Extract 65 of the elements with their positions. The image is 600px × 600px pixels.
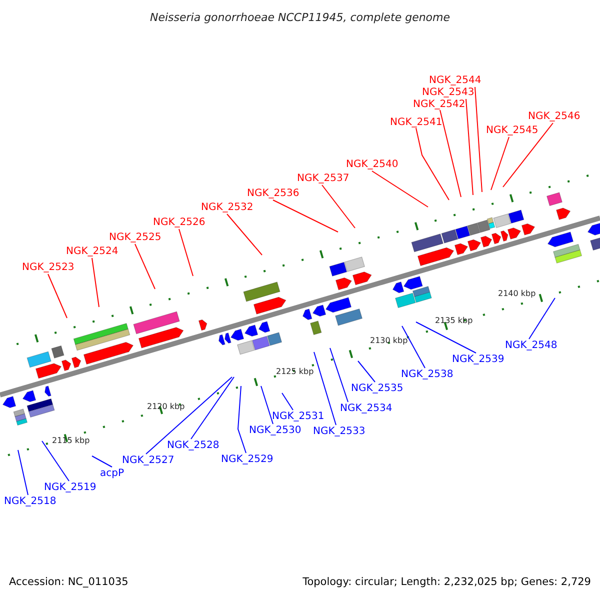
genome-summary-text: Topology: circular; Length: 2,232,025 bp; Genes: 2,729 xyxy=(302,576,591,589)
leader-line xyxy=(190,376,234,440)
gene-label: NGK_2539 xyxy=(452,354,504,365)
leader-line xyxy=(358,360,376,382)
leader-line xyxy=(226,214,262,256)
gene-label: NGK_2523 xyxy=(22,262,74,273)
gene-label: NGK_2543 xyxy=(422,87,474,98)
leader-line xyxy=(490,136,510,190)
gene-label: NGK_2526 xyxy=(153,217,206,228)
leader-line xyxy=(528,298,556,340)
leader-line xyxy=(92,456,112,468)
leader-line xyxy=(18,450,28,496)
leader-line xyxy=(146,376,232,454)
gene-label: NGK_2542 xyxy=(413,99,466,110)
gene-label: NGK_2527 xyxy=(122,455,174,466)
leader-line xyxy=(272,200,338,232)
leader-line xyxy=(314,352,336,426)
gene-label: NGK_2538 xyxy=(401,369,454,380)
leader-line xyxy=(416,128,450,200)
scale-label: 2130 kbp xyxy=(370,335,408,346)
gene-label: NGK_2524 xyxy=(66,246,118,257)
scale-label: 2120 kbp xyxy=(147,401,185,412)
scale-label: 2135 kbp xyxy=(435,315,473,326)
leader-line xyxy=(134,244,156,290)
gene-label: NGK_2545 xyxy=(486,125,538,136)
gene-label: NGK_2533 xyxy=(313,426,366,437)
gene-label: NGK_2535 xyxy=(351,383,404,394)
leader-line xyxy=(260,386,274,424)
gene-label: NGK_2525 xyxy=(109,232,162,243)
scale-label: 2140 kbp xyxy=(498,288,536,299)
gene-label: NGK_2519 xyxy=(44,482,96,493)
diagram-title: Neisseria gonorrhoeae NCCP11945, complete genome xyxy=(148,12,452,23)
leader-line xyxy=(92,258,100,308)
gene-label: NGK_2536 xyxy=(247,188,300,199)
scale-label: 2115 kbp xyxy=(52,435,90,446)
leader-line xyxy=(48,274,68,318)
leader-line xyxy=(440,110,462,198)
gene-label: NGK_2528 xyxy=(167,440,220,451)
leader-line xyxy=(502,122,554,188)
gene-label: NGK_2531 xyxy=(272,411,324,422)
gene-label: acpP xyxy=(100,468,124,479)
leader-line xyxy=(238,386,246,454)
gene-label: NGK_2530 xyxy=(249,425,302,436)
leader-line xyxy=(416,322,476,354)
gene-label: NGK_2532 xyxy=(201,202,254,213)
leader-line xyxy=(42,440,70,482)
leader-line xyxy=(474,86,482,192)
leader-line xyxy=(466,98,474,196)
gene-label: NGK_2546 xyxy=(528,111,580,122)
leader-line xyxy=(402,326,426,368)
leader-line xyxy=(322,184,356,228)
gene-label: NGK_2548 xyxy=(505,340,558,351)
gene-label: NGK_2534 xyxy=(340,403,392,414)
gene-label: NGK_2544 xyxy=(429,75,482,86)
scale-label: 2125 kbp xyxy=(276,366,314,377)
accession-text: Accession: NC_011035 xyxy=(9,576,128,589)
gene-label: NGK_2529 xyxy=(221,454,274,465)
leader-line xyxy=(372,170,428,208)
leader-line xyxy=(282,392,294,410)
gene-label: NGK_2537 xyxy=(297,173,350,184)
gene-label: NGK_2518 xyxy=(4,496,56,507)
gene-label: NGK_2541 xyxy=(390,117,442,128)
gene-label: NGK_2540 xyxy=(346,159,398,170)
leader-line xyxy=(330,348,348,402)
leader-line xyxy=(178,228,194,276)
